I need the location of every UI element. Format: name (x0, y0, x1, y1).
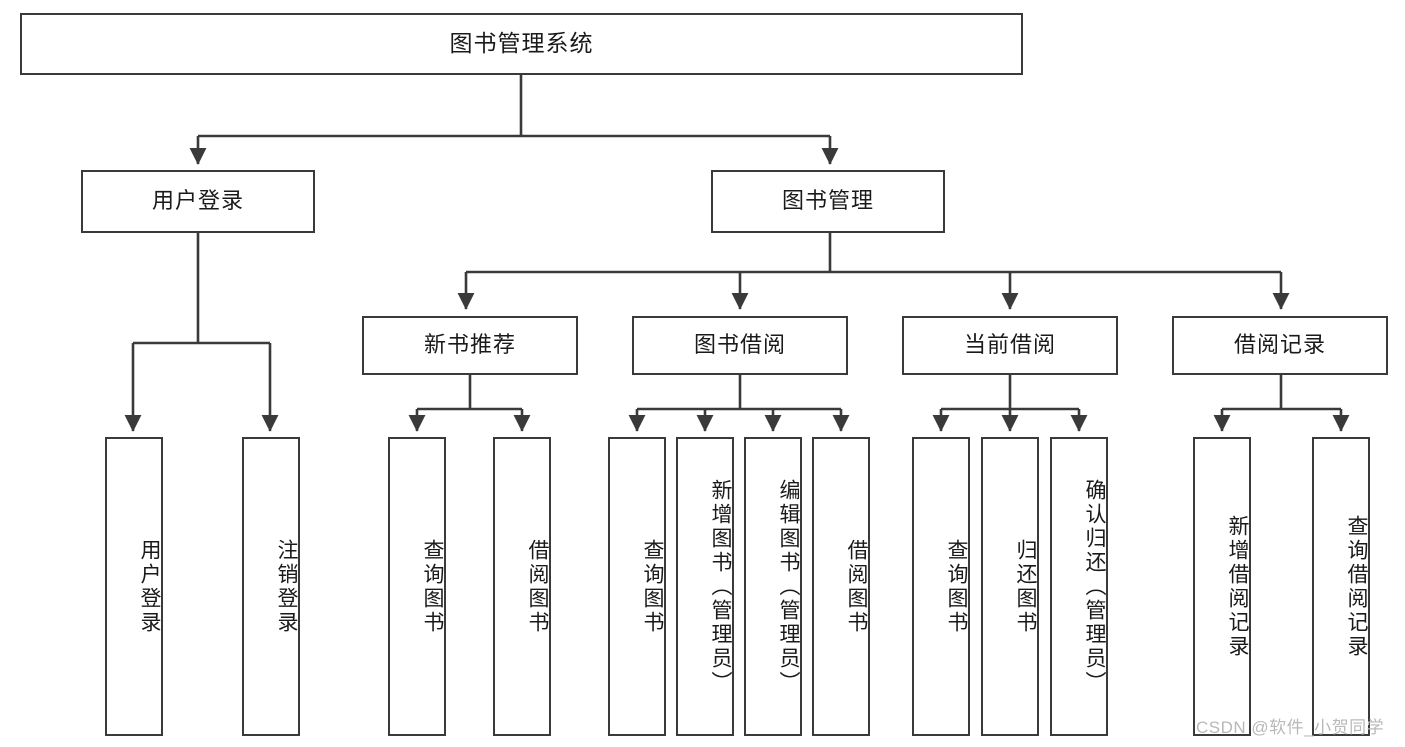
leaf-new-book-borrow[interactable]: 借阅图书 (493, 437, 551, 736)
leaf-current-query-book[interactable]: 查询图书 (912, 437, 970, 736)
node-new-book-recommend[interactable]: 新书推荐 (362, 316, 578, 375)
node-user-login[interactable]: 用户登录 (81, 170, 315, 233)
leaf-borrow-edit-book-admin[interactable]: 编辑图书（管理员） (744, 437, 802, 736)
leaf-current-return-book[interactable]: 归还图书 (981, 437, 1039, 736)
leaf-new-book-query[interactable]: 查询图书 (388, 437, 446, 736)
leaf-records-query-record[interactable]: 查询借阅记录 (1312, 437, 1370, 736)
node-current-borrow[interactable]: 当前借阅 (902, 316, 1118, 375)
leaf-user-login-signin[interactable]: 用户登录 (105, 437, 163, 736)
node-book-borrow[interactable]: 图书借阅 (632, 316, 848, 375)
leaf-borrow-add-book-admin[interactable]: 新增图书（管理员） (676, 437, 734, 736)
leaf-borrow-borrow-book[interactable]: 借阅图书 (812, 437, 870, 736)
leaf-current-confirm-return-admin[interactable]: 确认归还（管理员） (1050, 437, 1108, 736)
leaf-user-login-signout[interactable]: 注销登录 (242, 437, 300, 736)
leaf-records-add-record[interactable]: 新增借阅记录 (1193, 437, 1251, 736)
leaf-borrow-query-book[interactable]: 查询图书 (608, 437, 666, 736)
node-borrow-records[interactable]: 借阅记录 (1172, 316, 1388, 375)
node-book-management[interactable]: 图书管理 (711, 170, 945, 233)
node-root-system[interactable]: 图书管理系统 (20, 13, 1023, 75)
